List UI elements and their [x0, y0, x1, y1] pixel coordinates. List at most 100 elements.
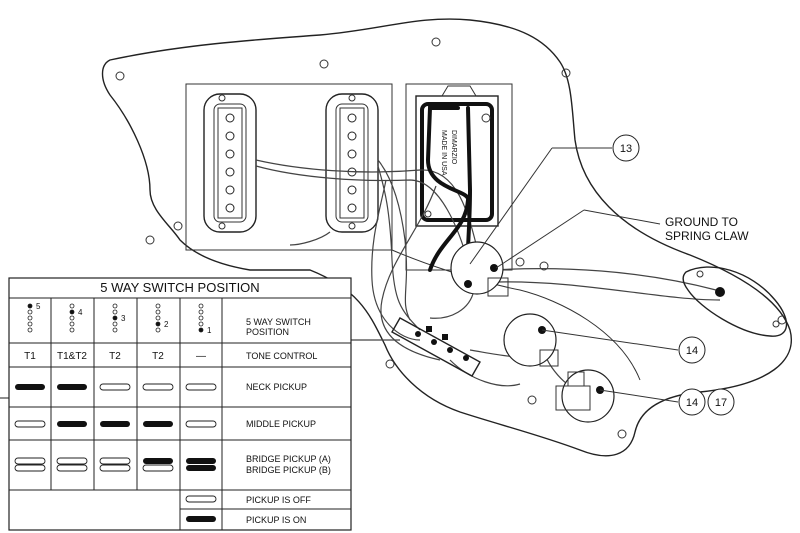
- pole-piece: [225, 185, 235, 195]
- switch-dot: [198, 327, 204, 333]
- screw-hole: [431, 37, 441, 47]
- legend-on-swatch: [186, 516, 216, 522]
- row-label-switch-position-2: POSITION: [246, 327, 289, 337]
- screw-hole: [617, 429, 627, 439]
- switch-dot: [69, 327, 75, 333]
- bridge-cavity: [405, 83, 513, 271]
- callout-13-number: 13: [620, 143, 632, 155]
- tone-pot-1: [503, 313, 559, 367]
- middle-pickup-state: [143, 421, 173, 427]
- pole-piece: [225, 167, 235, 177]
- pole-piece: [347, 203, 357, 213]
- row-label-neck-pickup: NECK PICKUP: [246, 382, 307, 392]
- bridge-a-state: [99, 457, 131, 465]
- screw-hole: [539, 261, 549, 271]
- screw-hole: [385, 359, 395, 369]
- switch-position-number: 4: [78, 308, 83, 317]
- middle-pickup-state: [185, 420, 217, 428]
- switch-dot: [27, 303, 33, 309]
- pickguard: [101, 18, 792, 457]
- pole-piece: [347, 185, 357, 195]
- pole-piece: [225, 131, 235, 141]
- tone-pot-2: [555, 369, 615, 423]
- switch-dot: [27, 309, 33, 315]
- control-cavity: [391, 249, 641, 381]
- switch-dot: [112, 303, 118, 309]
- pole-piece: [225, 203, 235, 213]
- switch-position-number: 2: [164, 320, 169, 329]
- neck-pickup-state: [185, 383, 217, 391]
- pole-piece: [347, 131, 357, 141]
- row-label-tone-control: TONE CONTROL: [246, 351, 317, 361]
- bridge-humbucker: DIMARZIO MADE IN USA: [415, 85, 499, 227]
- five-way-switch: [391, 317, 481, 377]
- middle-pickup-state: [100, 421, 130, 427]
- switch-dot: [198, 321, 204, 327]
- bridge-a-state: [186, 458, 216, 464]
- legend-on-label: PICKUP IS ON: [246, 515, 306, 525]
- switch-dot: [27, 315, 33, 321]
- tone-cell: —: [196, 351, 206, 362]
- switch-dot: [155, 315, 161, 321]
- pickup-cavity: [185, 83, 393, 251]
- switch-dot: [112, 315, 118, 321]
- switch-position-number: 5: [36, 302, 41, 311]
- switch-dot: [69, 321, 75, 327]
- tone-cell: T1: [24, 351, 36, 362]
- neck-pickup-state: [142, 383, 174, 391]
- switch-dot: [112, 321, 118, 327]
- humbucker-brand: DIMARZIO: [450, 130, 457, 165]
- legend-off-swatch: [185, 495, 217, 503]
- neck-pickup: [203, 93, 257, 233]
- pole-piece: [347, 113, 357, 123]
- screw-hole: [173, 221, 183, 231]
- screw-hole: [515, 257, 525, 267]
- row-label-bridge-b: BRIDGE PICKUP (B): [246, 465, 331, 475]
- pole-piece: [347, 149, 357, 159]
- bridge-b-state: [56, 464, 88, 472]
- screw-hole: [319, 59, 329, 69]
- tone-cell: T1&T2: [57, 351, 87, 362]
- bridge-b-state: [99, 464, 131, 472]
- callout-13: 13: [469, 134, 640, 265]
- switch-dot: [198, 309, 204, 315]
- legend-off-label: PICKUP IS OFF: [246, 495, 311, 505]
- humbucker-origin: MADE IN USA: [440, 130, 447, 176]
- row-label-middle-pickup: MIDDLE PICKUP: [246, 419, 316, 429]
- switch-dot: [69, 315, 75, 321]
- volume-pot: [450, 241, 509, 297]
- row-label-bridge-a: BRIDGE PICKUP (A): [246, 454, 331, 464]
- screw-hole: [527, 395, 537, 405]
- tone-cell: T2: [152, 351, 164, 362]
- bridge-a-state: [56, 457, 88, 465]
- middle-pickup-state: [14, 420, 46, 428]
- pole-piece: [225, 113, 235, 123]
- switch-dot: [198, 315, 204, 321]
- switch-dot: [69, 303, 75, 309]
- switch-position-number: 3: [121, 314, 126, 323]
- callout-14-number: 14: [686, 345, 698, 357]
- neck-pickup-state: [15, 384, 45, 390]
- callout-14-number: 14: [686, 397, 698, 409]
- switch-dot: [112, 327, 118, 333]
- switch-dot: [155, 327, 161, 333]
- switch-dot: [155, 303, 161, 309]
- switch-position-number: 1: [207, 326, 212, 335]
- screw-hole: [115, 71, 125, 81]
- bridge-a-state: [143, 458, 173, 464]
- switch-dot: [112, 309, 118, 315]
- callout-14-17: 14 17: [599, 388, 735, 416]
- screw-hole: [561, 68, 571, 78]
- tone-cell: T2: [109, 351, 121, 362]
- middle-pickup-state: [57, 421, 87, 427]
- ground-label-line2: SPRING CLAW: [665, 229, 749, 243]
- switch-dot: [69, 309, 75, 315]
- output-jack: [682, 266, 788, 337]
- pole-piece: [225, 149, 235, 159]
- callout-17-number: 17: [715, 397, 727, 409]
- neck-pickup-state: [99, 383, 131, 391]
- bridge-a-state: [14, 457, 46, 465]
- switch-dot: [27, 327, 33, 333]
